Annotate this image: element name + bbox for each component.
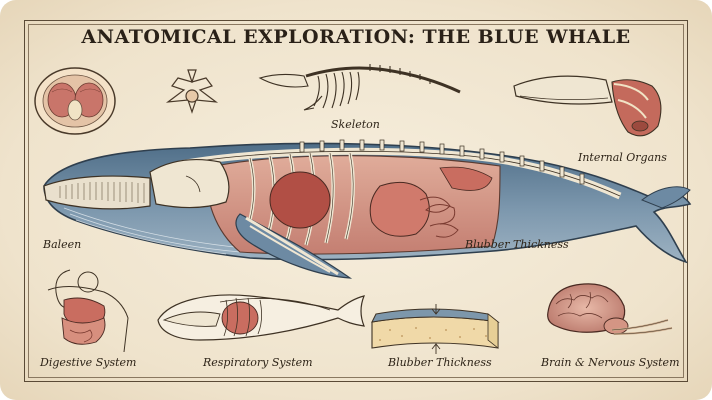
label-internal-organs: Internal Organs <box>578 151 667 164</box>
label-skeleton: Skeleton <box>331 118 380 131</box>
label-digestive-system: Digestive System <box>40 356 137 369</box>
respiratory-system-figure <box>157 294 365 341</box>
label-blubber-thickness-main: Blubber Thickness <box>465 238 569 251</box>
label-respiratory-system: Respiratory System <box>203 356 313 369</box>
plate-title: ANATOMICAL EXPLORATION: THE BLUE WHALE <box>81 26 631 48</box>
vertebra-figure <box>165 69 219 114</box>
internal-organs-figure <box>513 75 662 137</box>
cross-section-figure <box>34 67 116 135</box>
blue-whale-main-figure <box>43 139 692 279</box>
brain-figure <box>547 283 673 335</box>
label-baleen: Baleen <box>43 238 82 251</box>
blubber-panel-figure <box>371 304 500 354</box>
digestive-system-figure <box>47 269 129 353</box>
label-brain-nervous-system: Brain & Nervous System <box>541 356 680 369</box>
skeleton-figure <box>258 64 461 111</box>
label-blubber-thickness-panel: Blubber Thickness <box>388 356 492 369</box>
